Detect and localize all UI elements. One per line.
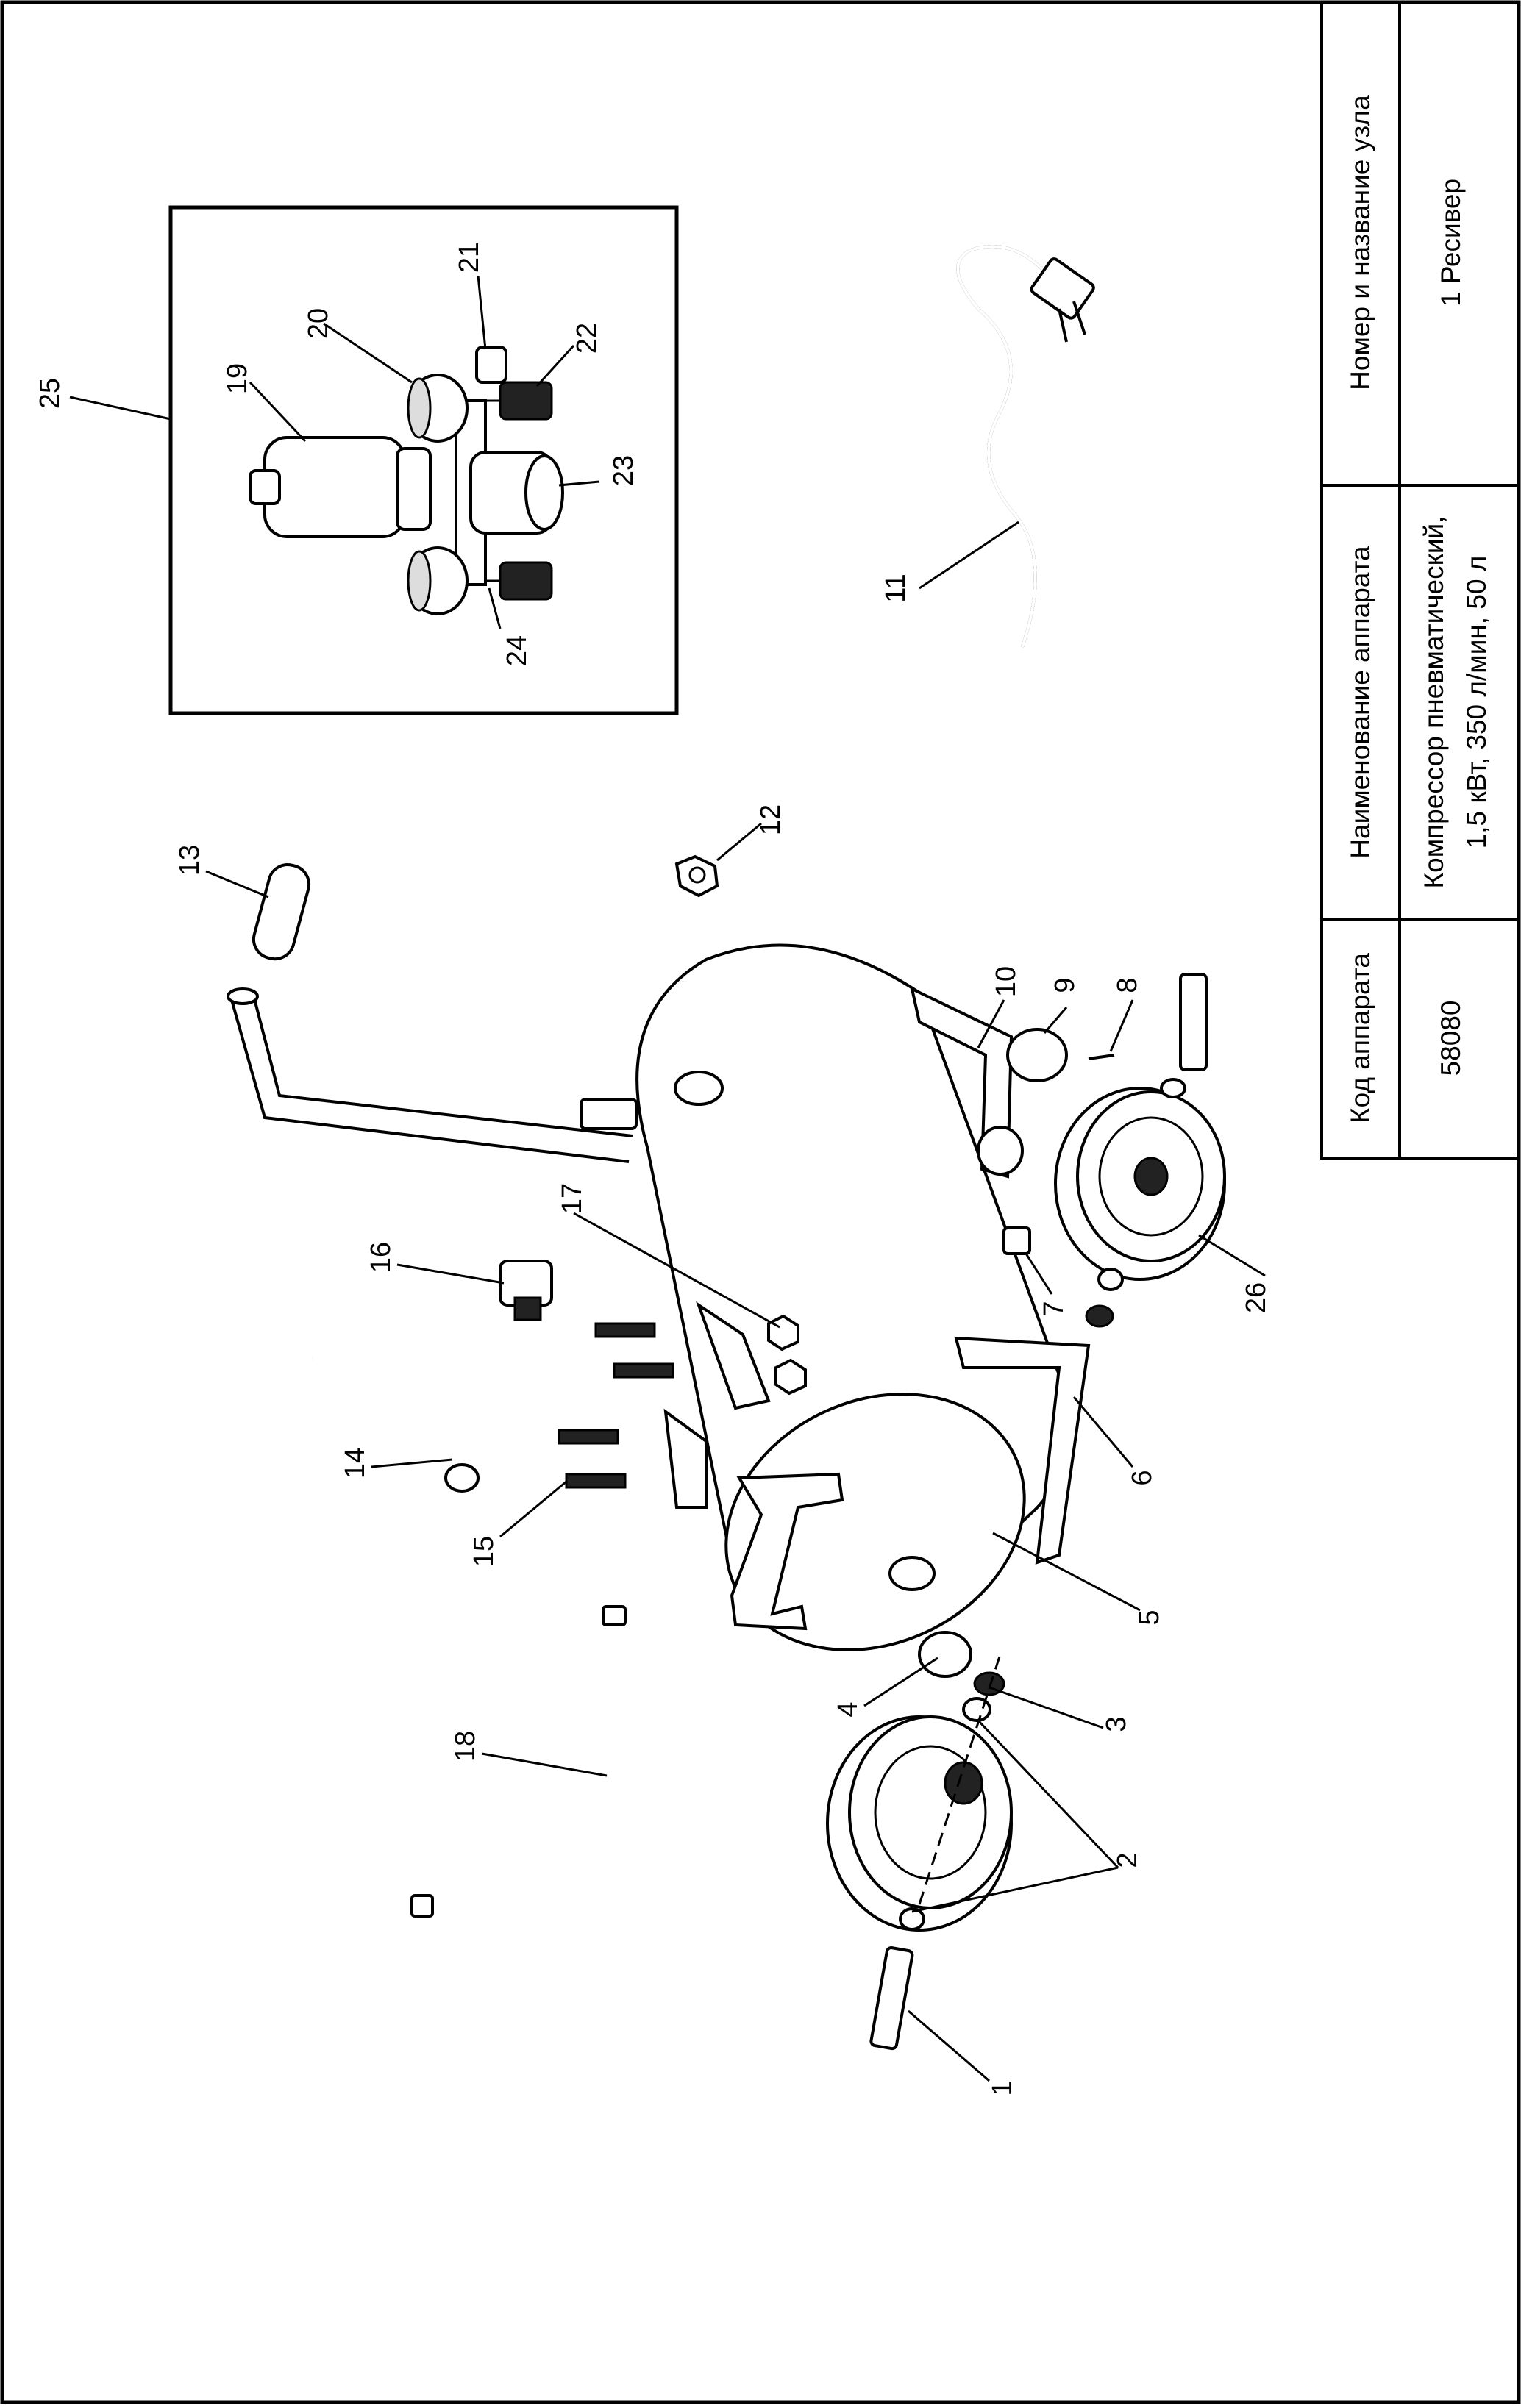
callout-11: 11	[880, 574, 911, 602]
callout-17: 17	[557, 1183, 588, 1214]
code-header: Код аппарата	[1345, 953, 1375, 1123]
name-header: Наименование аппарата	[1345, 546, 1375, 859]
wheel-26	[1054, 973, 1226, 1328]
name-value-line2: 1,5 кВт, 350 л/мин, 50 л	[1461, 556, 1492, 849]
callout-20: 20	[303, 308, 334, 339]
nut-12	[674, 854, 719, 898]
leader-lines	[69, 275, 1266, 2082]
screw-8	[1088, 1054, 1115, 1060]
title-block: Код аппарата 58080 Наименование аппарата…	[1320, 1, 1520, 1160]
callout-13: 13	[174, 845, 205, 876]
unit-header: Номер и название узла	[1345, 95, 1375, 390]
callout-12: 12	[755, 804, 786, 835]
callout-2: 2	[1112, 1852, 1143, 1868]
callout-numbers: 1 2 3 4 5 6 7 8 9 10 11 12 13 14 15 16 1…	[35, 242, 1272, 2096]
pipe-14	[312, 1351, 480, 1493]
callout-15: 15	[469, 1536, 499, 1567]
safety-valve-16	[499, 1260, 553, 1321]
callout-3: 3	[1101, 1716, 1132, 1732]
callout-22: 22	[571, 323, 602, 354]
callout-14: 14	[340, 1448, 371, 1479]
callout-26: 26	[1241, 1282, 1272, 1313]
callout-5: 5	[1134, 1609, 1165, 1625]
bolts-15	[558, 1322, 674, 1489]
callout-21: 21	[454, 242, 485, 273]
handle-assembly	[227, 863, 633, 1163]
callout-19: 19	[222, 363, 253, 394]
callout-1: 1	[987, 2080, 1018, 2096]
power-cord	[956, 245, 1095, 648]
callout-8: 8	[1112, 977, 1143, 993]
callout-4: 4	[833, 1701, 863, 1717]
receiver-tank	[580, 943, 1091, 1651]
callout-7: 7	[1039, 1301, 1069, 1316]
callout-24: 24	[502, 635, 532, 666]
callout-23: 23	[608, 455, 639, 486]
inset-pressure-switch-assembly	[168, 205, 679, 715]
callout-6: 6	[1127, 1470, 1158, 1485]
wheel-left	[826, 1654, 1013, 2051]
name-value-line1: Компрессор пневматический,	[1419, 516, 1449, 889]
pipe-18	[410, 1605, 627, 1918]
callout-10: 10	[991, 966, 1022, 997]
unit-value: 1 Ресивер	[1436, 179, 1466, 307]
rubber-feet	[918, 1028, 1068, 1678]
callout-9: 9	[1050, 977, 1080, 993]
callout-18: 18	[450, 1731, 481, 1762]
callout-25: 25	[35, 378, 65, 409]
code-value: 58080	[1436, 1001, 1466, 1076]
callout-16: 16	[366, 1242, 396, 1273]
